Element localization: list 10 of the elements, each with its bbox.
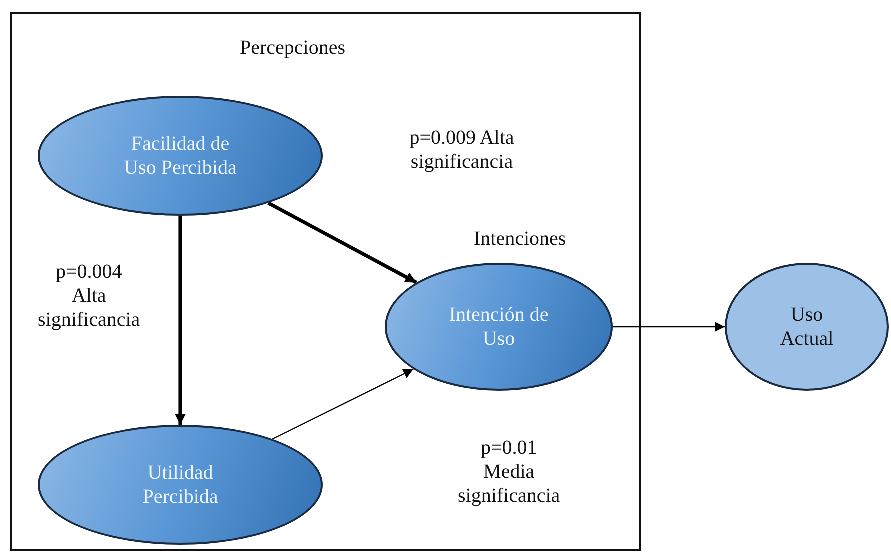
arrow <box>175 216 186 425</box>
group-heading: Intenciones <box>474 228 566 251</box>
arrow <box>268 202 418 284</box>
construct-label: Uso Actual <box>779 303 835 351</box>
group-heading: Percepciones <box>240 37 346 60</box>
construct-label: Intención de Uso <box>449 303 549 351</box>
construct-label: Facilidad de Uso Percibida <box>123 132 238 180</box>
construct-label: Utilidad Percibida <box>142 461 220 509</box>
arrow <box>613 322 725 332</box>
arrow <box>272 368 414 440</box>
